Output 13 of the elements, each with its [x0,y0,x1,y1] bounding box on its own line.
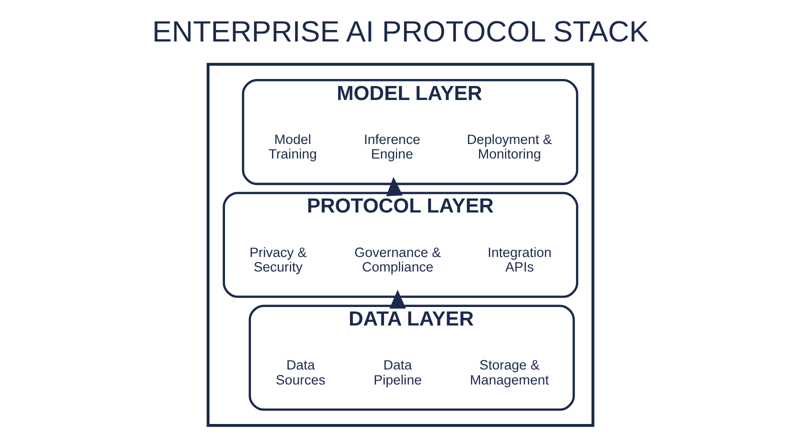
arrow [388,289,406,308]
node-text: Model Training [268,131,316,162]
node-text: Privacy & Security [248,244,306,274]
node-text: Data Sources [275,357,325,387]
node-text: Inference Engine [363,131,420,162]
node-text: Data Pipeline [373,357,422,387]
node-text: Integration APIs [487,244,552,274]
arrow [386,176,402,196]
node-text: Governance & Compliance [354,244,440,274]
node-text: Deployment & Monitoring [466,131,552,162]
node-text: Storage & Management [469,357,548,387]
diagram-title: ENTERPRISE AI PROTOCOL STACK [152,15,648,48]
cluster [206,62,594,426]
